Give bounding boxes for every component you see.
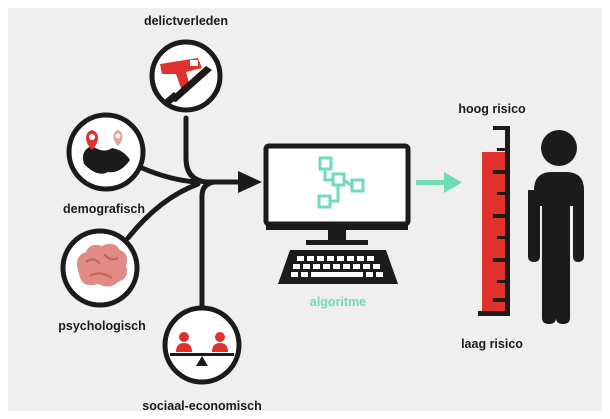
map-pins-icon [66,112,146,192]
risk-gauge-fill [482,152,506,314]
connector-lines [125,115,241,315]
risk-gauge-icon [478,126,510,316]
demographic-label: demografisch [63,202,145,216]
low-risk-label: laag risico [461,337,523,351]
high-risk-label: hoog risico [458,102,526,116]
people-on-seesaw-icon [162,305,242,385]
person-silhouette-icon [528,130,584,324]
flowchart-icon [317,156,365,209]
output-arrow-icon [416,172,462,193]
socio-economic-label: sociaal-economisch [142,399,262,413]
input-arrowhead-icon [238,171,262,193]
keyboard-icon [278,250,398,284]
psychological-label: psychologisch [58,319,146,333]
brain-icon [60,228,140,308]
gun-and-knife-icon [149,39,223,113]
criminal-history-label: delictverleden [143,14,229,28]
algorithm-label: algoritme [309,295,367,309]
